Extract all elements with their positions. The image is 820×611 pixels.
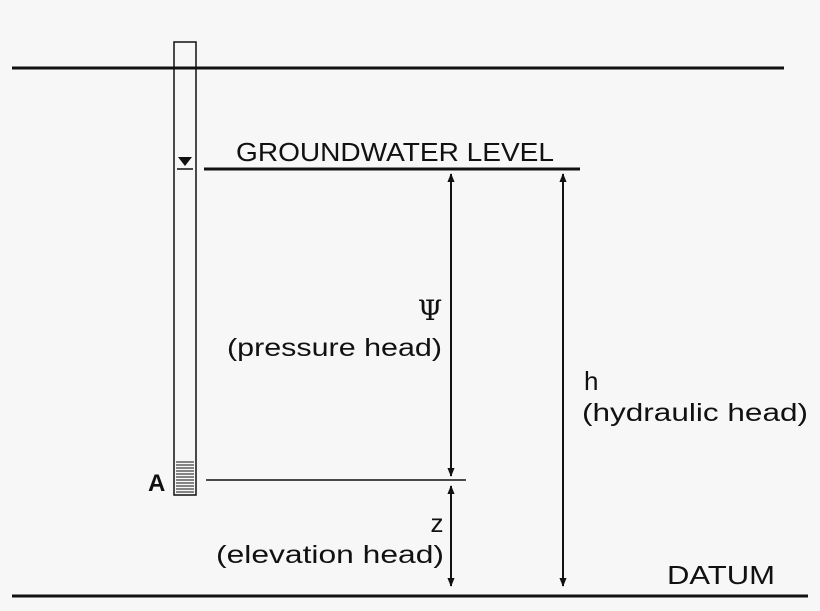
datum-label: DATUM — [667, 560, 775, 590]
point-a-label: A — [148, 470, 165, 497]
h-symbol: h — [584, 366, 598, 396]
elevation-head-label: (elevation head) — [216, 541, 444, 569]
water-level-marker-icon — [178, 157, 192, 166]
psi-symbol: Ψ — [418, 294, 443, 327]
z-symbol: z — [431, 508, 444, 538]
hydraulic-head-label: (hydraulic head) — [582, 399, 808, 427]
piezometer-tube — [173, 41, 197, 496]
pressure-head-label: (pressure head) — [227, 334, 442, 362]
groundwater-level-label: GROUNDWATER LEVEL — [236, 137, 554, 167]
piezometer-screen — [176, 461, 194, 493]
